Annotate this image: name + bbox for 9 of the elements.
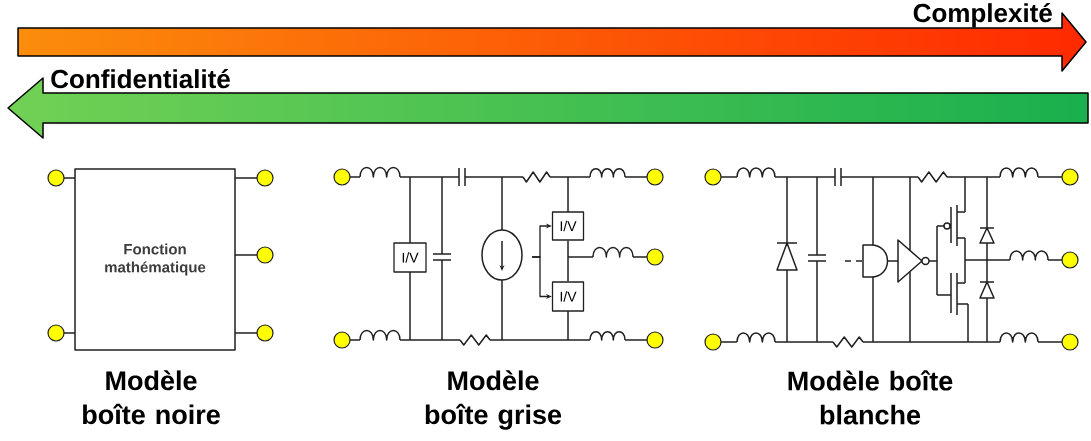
wire [567, 239, 569, 283]
arrow-label: Confidentialité [51, 68, 230, 89]
model-caption: Modèle boîte blanche [788, 370, 953, 425]
model-caption: Modèle boîte grise [425, 370, 562, 430]
function-box: Fonction mathématique [74, 168, 236, 351]
converter-box: I/V [551, 281, 585, 312]
converter-box: I/V [393, 242, 427, 273]
converter-box: I/V [551, 211, 585, 241]
arrow-label: Complexité [913, 2, 1052, 28]
